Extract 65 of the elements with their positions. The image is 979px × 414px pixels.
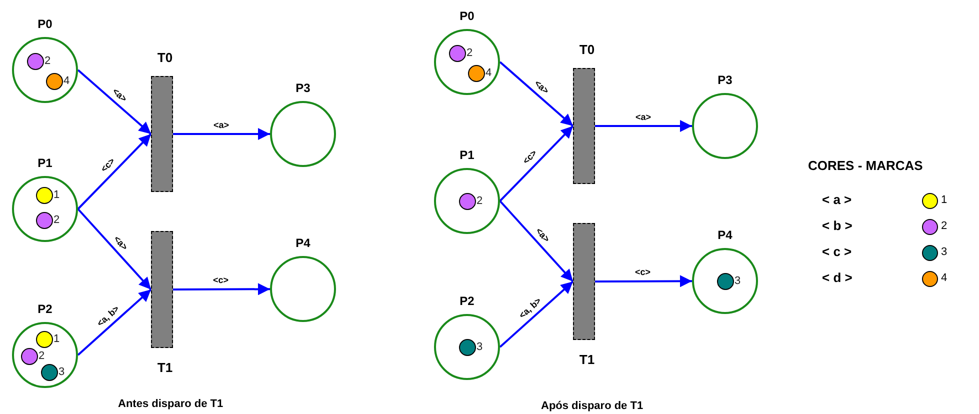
arc-arrow xyxy=(77,133,152,210)
place-label: P1 xyxy=(38,156,52,170)
legend-title: CORES - MARCAS xyxy=(808,158,923,173)
place-label: P3 xyxy=(718,73,732,87)
place-label: P2 xyxy=(460,294,474,308)
edge-label: <a> xyxy=(634,112,652,122)
transition-label: T0 xyxy=(579,42,595,57)
legend-number: 1 xyxy=(941,194,948,206)
token-dot xyxy=(40,364,58,380)
token-count: 3 xyxy=(58,366,65,378)
place-label: P4 xyxy=(296,236,310,250)
token-count: 3 xyxy=(476,340,483,352)
transition-label: T0 xyxy=(157,50,173,65)
place-label: P1 xyxy=(460,148,474,162)
edge-label: <a> xyxy=(212,120,230,130)
arc-arrow xyxy=(595,275,692,288)
token-dot xyxy=(458,192,476,210)
token-dot xyxy=(36,330,52,348)
caption: Após disparo de T1 xyxy=(541,400,644,412)
legend-number: 3 xyxy=(941,246,948,258)
token-dot xyxy=(46,72,62,90)
place-label: P0 xyxy=(460,9,474,23)
token-dot xyxy=(448,44,466,62)
transition-label: T1 xyxy=(157,360,173,375)
token-count: 4 xyxy=(64,74,70,86)
transition-label: T1 xyxy=(579,352,595,367)
legend-label: < b > xyxy=(822,218,852,233)
place-label: P0 xyxy=(38,17,52,31)
token-count: 2 xyxy=(38,350,45,362)
token-dot xyxy=(468,64,484,82)
token-dot xyxy=(36,212,52,228)
place-label: P2 xyxy=(38,302,52,316)
token-dot xyxy=(458,338,476,356)
token-count: 2 xyxy=(54,214,60,226)
place-label: P3 xyxy=(296,81,310,95)
arc-arrow xyxy=(77,288,152,356)
edge-label: <c> xyxy=(212,275,230,286)
token-dot xyxy=(20,348,38,364)
token-count: 1 xyxy=(54,188,60,200)
arc-arrow xyxy=(499,200,574,282)
arc-arrow xyxy=(173,283,270,296)
token-count: 2 xyxy=(476,194,483,206)
arc-arrow xyxy=(499,125,574,202)
token-count: 2 xyxy=(466,46,473,58)
token-dot xyxy=(716,272,734,290)
arc-arrow xyxy=(77,208,152,290)
place-label: P4 xyxy=(718,228,732,242)
token-count: 2 xyxy=(44,54,51,66)
legend-number: 4 xyxy=(941,272,948,284)
arc-arrow xyxy=(77,69,152,135)
arc-arrow xyxy=(173,128,270,140)
token-count: 4 xyxy=(486,66,492,78)
legend-label: < c > xyxy=(822,244,852,259)
arc-arrow xyxy=(595,120,692,132)
token-count: 3 xyxy=(734,274,741,286)
token-dot xyxy=(36,186,52,204)
edge-label: <c> xyxy=(634,267,652,278)
arc-arrow xyxy=(499,61,574,127)
legend-number: 2 xyxy=(941,220,948,232)
token-count: 1 xyxy=(54,332,60,344)
caption: Antes disparo de T1 xyxy=(118,398,224,410)
legend-label: < a > xyxy=(822,192,852,207)
legend-label: < d > xyxy=(822,270,852,285)
arc-arrow xyxy=(499,280,574,348)
token-dot xyxy=(26,52,44,70)
